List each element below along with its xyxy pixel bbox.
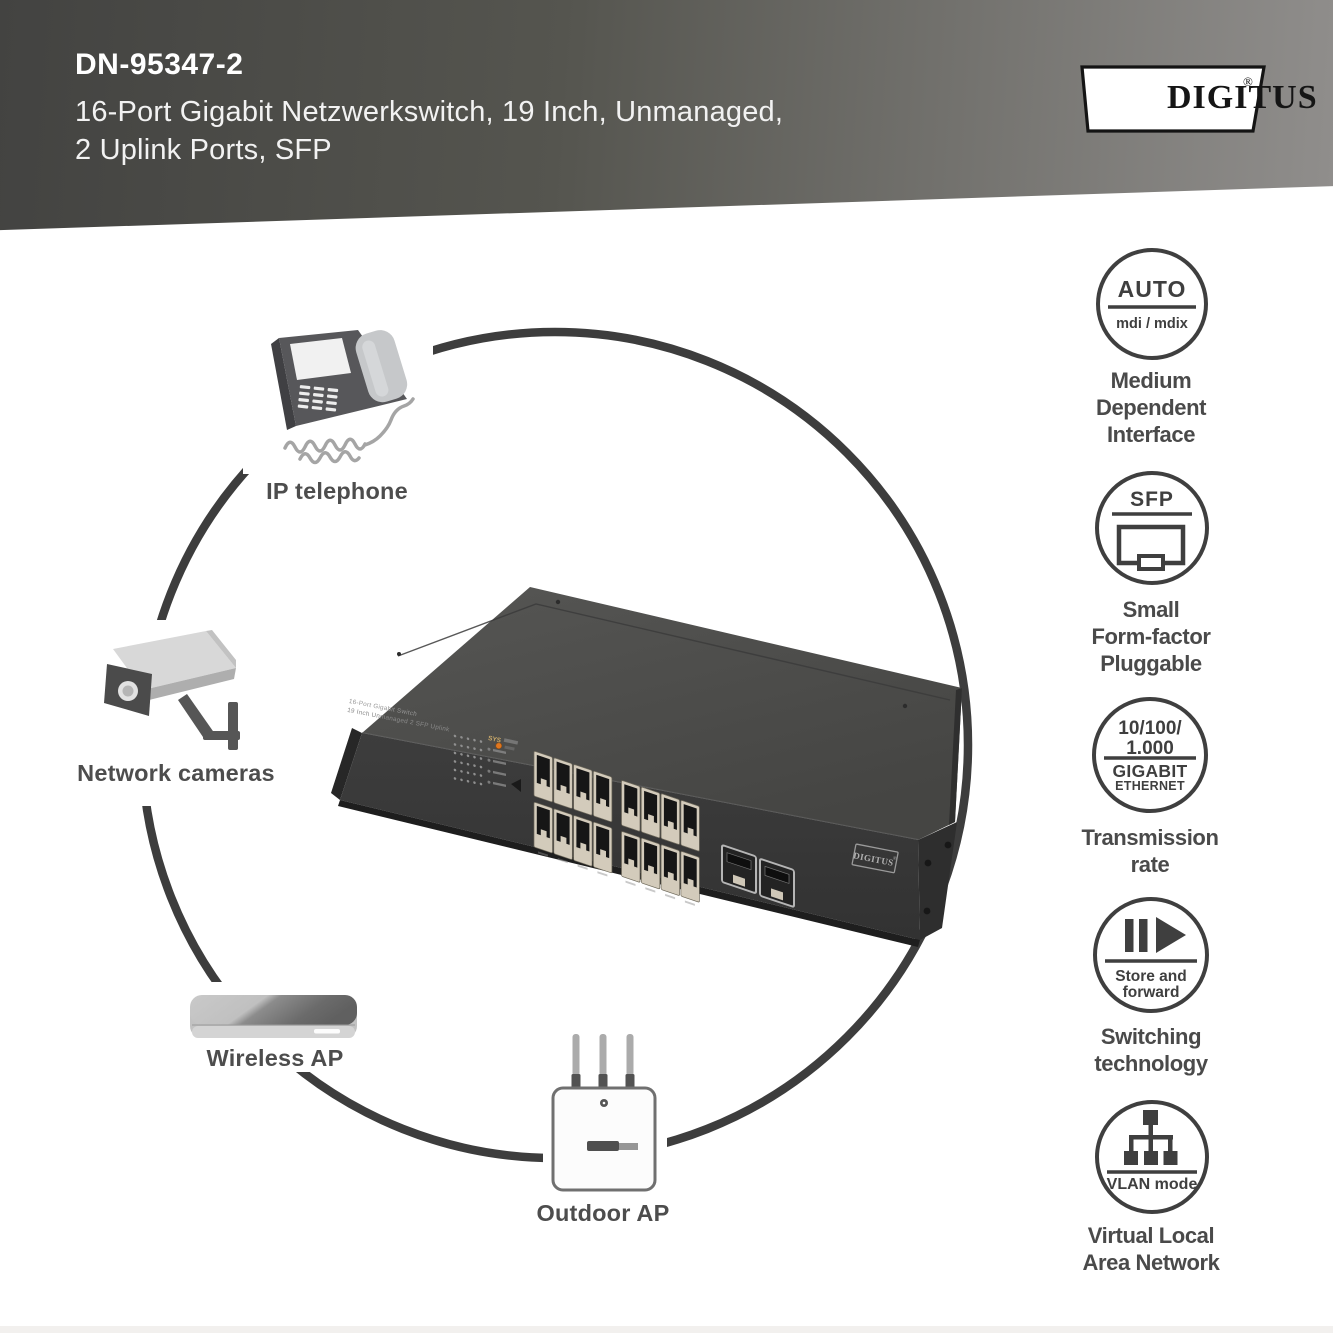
ethernet-badge-text: ETHERNET [1115, 779, 1185, 793]
gigabit-ethernet-icon [1092, 697, 1208, 813]
feature-label-line: Small [1122, 597, 1180, 622]
feature-label-line: Switching [1100, 1024, 1202, 1049]
feature-label-line: Form-factor [1091, 624, 1211, 649]
phone-keypad [297, 385, 339, 412]
brand-reg-mark: ® [1243, 74, 1253, 89]
mdi-mdix-badge-text: mdi / mdix [1116, 316, 1188, 332]
rj45-port-block [533, 750, 700, 906]
feature-label-line: technology [1094, 1051, 1208, 1076]
switch-left-end [331, 728, 362, 800]
ap-status-slot [314, 1029, 340, 1034]
feature-label-line: Pluggable [1100, 651, 1202, 676]
switch-top-face [362, 587, 962, 840]
feature-label-vlan: Virtual Local Area Network [1082, 1222, 1219, 1276]
network-camera-icon [104, 630, 240, 750]
port-number-strip [538, 851, 695, 906]
feature-label-line: Transmission [1081, 825, 1219, 850]
feature-label-line: rate [1130, 852, 1170, 877]
store-and-badge-text: Store and [1115, 968, 1187, 985]
product-subtitle-line2: 2 Uplink Ports, SFP [75, 134, 332, 166]
power-led [495, 742, 503, 750]
sfp-port-1 [721, 844, 757, 894]
switch-led-matrix [453, 734, 506, 788]
brand-logo-text: DIGITUS [1167, 79, 1318, 116]
feature-label-line: Medium [1110, 368, 1192, 393]
label-wireless-ap: Wireless AP [206, 1045, 344, 1071]
camera-bracket [178, 694, 240, 750]
switch-status-leds: SYS [487, 735, 519, 751]
auto-badge-text: AUTO [1117, 276, 1187, 302]
network-switch: 16-Port Gigabit Switch 19 Inch Unmanaged… [331, 587, 962, 947]
feature-label-line: Interface [1106, 422, 1196, 447]
sfp-port-2 [759, 858, 795, 908]
product-model: DN-95347-2 [75, 48, 244, 81]
forward-badge-text: forward [1122, 984, 1180, 1001]
wireless-ap-icon [190, 995, 357, 1038]
ip-phone-icon [271, 330, 415, 465]
label-outdoor-ap: Outdoor AP [536, 1200, 670, 1226]
feature-badges [1092, 248, 1209, 1214]
brand-logo-plate [1080, 65, 1266, 133]
switch-logo-reg: ® [893, 854, 898, 861]
outdoor-ap-icon [551, 1034, 657, 1192]
pause-play-glyph [1125, 917, 1186, 953]
speed-badge-line1: 10/100/ [1118, 718, 1182, 739]
phone-cord [283, 397, 415, 465]
auto-mdi-mdix-icon [1096, 248, 1208, 360]
phone-handset [355, 330, 408, 403]
feature-label-sfp: Small Form-factor Pluggable [1091, 596, 1210, 677]
gigabit-badge-text: GIGABIT [1112, 761, 1188, 781]
feature-label-mdi: Medium Dependent Interface [1096, 367, 1206, 448]
feature-label-line: Virtual Local [1087, 1223, 1215, 1248]
led-legend [487, 747, 506, 788]
vlan-mode-badge-text: VLAN mode [1106, 1176, 1198, 1193]
feature-label-line: Area Network [1082, 1250, 1220, 1275]
feature-label-switching: Switching technology [1094, 1023, 1208, 1077]
store-and-forward-icon [1093, 897, 1209, 1013]
label-network-cameras: Network cameras [77, 760, 275, 786]
speed-badge-line2: 1.000 [1126, 738, 1174, 759]
feature-label-transmission: Transmission rate [1081, 824, 1218, 878]
panel-wedge-icon [511, 779, 521, 792]
sfp-badge-text: SFP [1130, 488, 1174, 511]
switch-rack-ear [918, 822, 957, 940]
feature-label-line: Dependent [1095, 395, 1207, 420]
outdoor-ap-antennas [571, 1034, 635, 1089]
product-subtitle-line1: 16-Port Gigabit Netzwerkswitch, 19 Inch,… [75, 96, 784, 128]
sys-led-label: SYS [487, 735, 502, 745]
label-ip-telephone: IP telephone [266, 478, 408, 504]
vlan-tree-glyph [1124, 1110, 1178, 1165]
page-bottom-strip [0, 1326, 1333, 1333]
sfp-uplink-ports [721, 844, 795, 908]
